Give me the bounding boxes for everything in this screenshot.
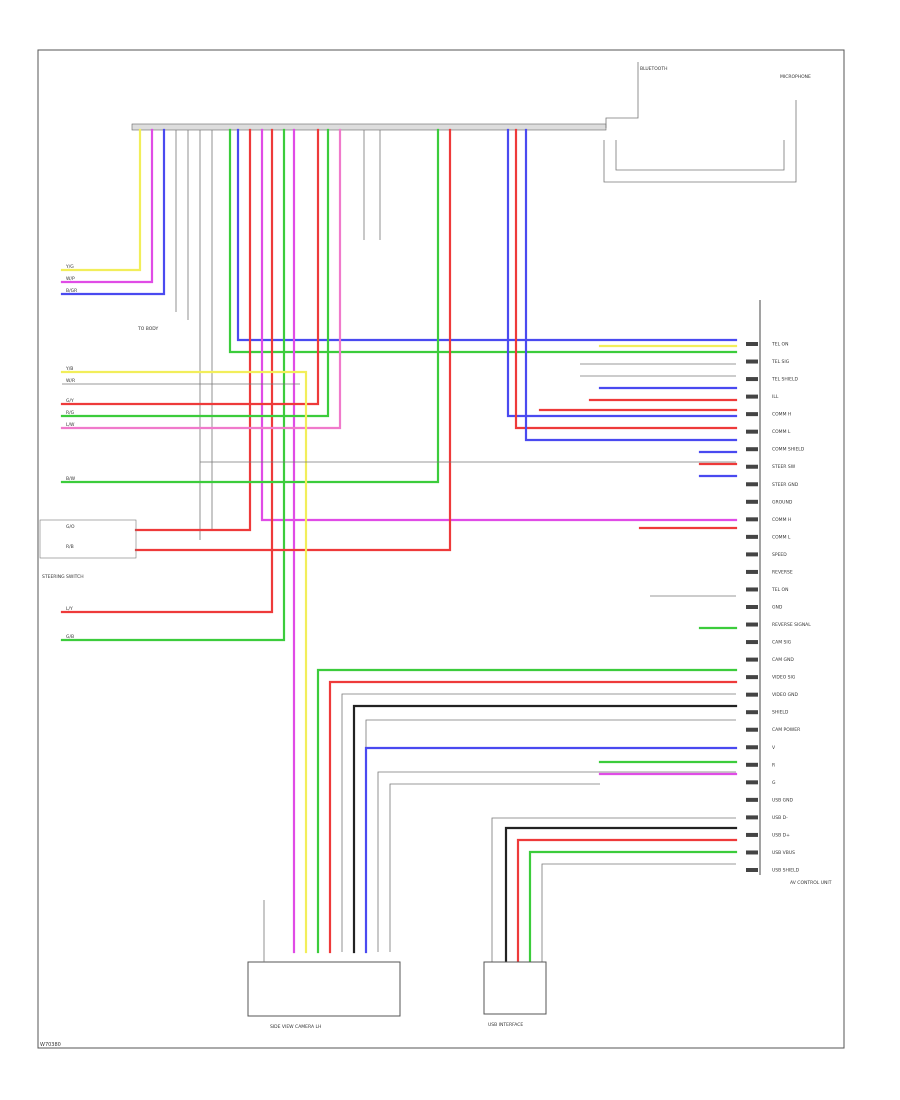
pin-label: REVERSE SIGNAL xyxy=(772,622,811,628)
left-wire-labels: Y/G W/P B/GR Y/B W/R G/Y R/G L/W B/W G/O R/B L/Y G/B xyxy=(65,264,77,640)
wire-color-label: B/GR xyxy=(66,288,77,294)
pin-marker xyxy=(746,675,758,680)
pin-label: GROUND xyxy=(772,499,793,505)
pin-marker xyxy=(746,868,758,872)
wire-color-label: Y/G xyxy=(65,264,74,270)
pin-label: STEER GND xyxy=(772,482,799,488)
pin-label: G xyxy=(772,780,776,786)
pin-marker xyxy=(746,447,758,452)
pin-marker xyxy=(746,745,758,750)
pin-label: SHIELD xyxy=(772,710,789,716)
figure-code: W70380 xyxy=(40,1042,61,1048)
pin-label: TEL SIG xyxy=(771,359,790,365)
wire-color-label: R/G xyxy=(66,410,75,416)
pin-marker xyxy=(746,517,758,522)
pin-marker xyxy=(746,727,758,732)
pin-label: COMM L xyxy=(772,429,791,435)
pin-label: CAM SIG xyxy=(772,640,792,646)
av-control-unit-connector: TEL ON TEL SIG TEL SHIELD ILL COMM H COMM L CO… xyxy=(746,300,832,886)
pin-marker xyxy=(746,377,758,382)
bluetooth-label: BLUETOOTH xyxy=(640,66,667,72)
pin-label: USB D+ xyxy=(772,832,790,838)
diagram-frame xyxy=(37,49,845,1049)
pin-marker xyxy=(746,657,758,662)
pin-marker xyxy=(746,710,758,715)
pin-marker xyxy=(746,797,758,802)
pin-label: USB GND xyxy=(772,797,794,803)
pin-label: TEL ON xyxy=(771,342,788,348)
usb-interface-label: USB INTERFACE xyxy=(488,1022,523,1028)
usb-interface-unit: USB INTERFACE xyxy=(483,961,547,1028)
left-wires xyxy=(60,370,736,954)
wire-color-label: G/O xyxy=(66,524,75,530)
bluetooth-unit: BLUETOOTH MICROPHONE xyxy=(603,62,811,183)
pin-marker xyxy=(746,605,758,609)
usb-wires xyxy=(491,817,738,964)
pin-marker xyxy=(746,412,758,417)
wire-color-label: Y/B xyxy=(65,366,73,372)
pin-label: USB SHIELD xyxy=(772,868,800,874)
pin-marker xyxy=(746,499,758,504)
microphone-label: MICROPHONE xyxy=(780,74,811,80)
pin-marker xyxy=(746,394,758,399)
camera-unit-label: SIDE VIEW CAMERA LH xyxy=(270,1024,321,1030)
av-control-unit-label: AV CONTROL UNIT xyxy=(790,880,832,886)
pin-label: TEL SHIELD xyxy=(771,377,798,383)
pin-label: USB D- xyxy=(772,815,788,821)
pin-marker xyxy=(746,569,758,574)
wire-color-label: W/P xyxy=(66,276,75,282)
right-wires xyxy=(538,344,738,630)
pin-marker xyxy=(746,587,758,592)
camera-wires xyxy=(316,668,738,954)
top-connector-strip xyxy=(131,123,607,131)
wire-color-label: G/Y xyxy=(66,398,74,404)
pin-marker xyxy=(746,534,758,539)
pin-label: STEER SW xyxy=(772,464,796,470)
ground-ref-label: TO BODY xyxy=(137,326,158,332)
pin-label: TEL ON xyxy=(771,587,788,593)
wire-color-label: W/R xyxy=(66,378,75,384)
pin-marker xyxy=(746,850,758,855)
pin-marker xyxy=(746,762,758,767)
pin-label: REVERSE xyxy=(772,569,793,575)
pin-marker xyxy=(746,780,758,785)
pin-marker xyxy=(746,552,758,557)
wire-color-label: L/Y xyxy=(66,606,73,612)
pin-marker xyxy=(746,482,758,487)
pin-label: COMM H xyxy=(772,412,791,418)
pin-label: SPEED xyxy=(772,552,787,558)
pin-marker xyxy=(746,429,758,434)
pin-marker xyxy=(746,640,758,645)
wire-color-label: R/B xyxy=(66,544,74,550)
pin-marker xyxy=(746,815,758,820)
steering-switch-label: STEERING SWITCH xyxy=(42,574,84,580)
pin-marker xyxy=(746,359,758,364)
pin-marker xyxy=(746,832,758,837)
pin-label: R xyxy=(772,762,775,768)
pin-label: CAM POWER xyxy=(772,727,800,733)
pin-label: GND xyxy=(772,605,783,611)
pin-label: CAM GND xyxy=(772,657,794,663)
wire-color-label: G/B xyxy=(66,634,74,640)
pin-label: V xyxy=(772,745,776,751)
wire-color-label: L/W xyxy=(66,422,75,428)
pin-marker xyxy=(746,342,758,346)
pin-label: USB VBUS xyxy=(772,850,795,856)
pin-marker xyxy=(746,622,758,627)
side-view-camera-unit: SIDE VIEW CAMERA LH xyxy=(247,900,401,1030)
pin-marker xyxy=(746,692,758,697)
wire-color-label: B/W xyxy=(66,476,76,482)
pin-label: ILL xyxy=(772,394,779,400)
pin-label: VIDEO GND xyxy=(772,692,799,698)
pin-label: COMM H xyxy=(772,517,791,523)
steering-switch-block: STEERING SWITCH xyxy=(39,519,137,580)
pin-label: VIDEO SIG xyxy=(772,675,796,681)
pin-label: COMM SHIELD xyxy=(772,447,805,453)
pin-label: COMM L xyxy=(772,534,791,540)
pin-marker xyxy=(746,464,758,469)
top-wires xyxy=(60,128,738,954)
